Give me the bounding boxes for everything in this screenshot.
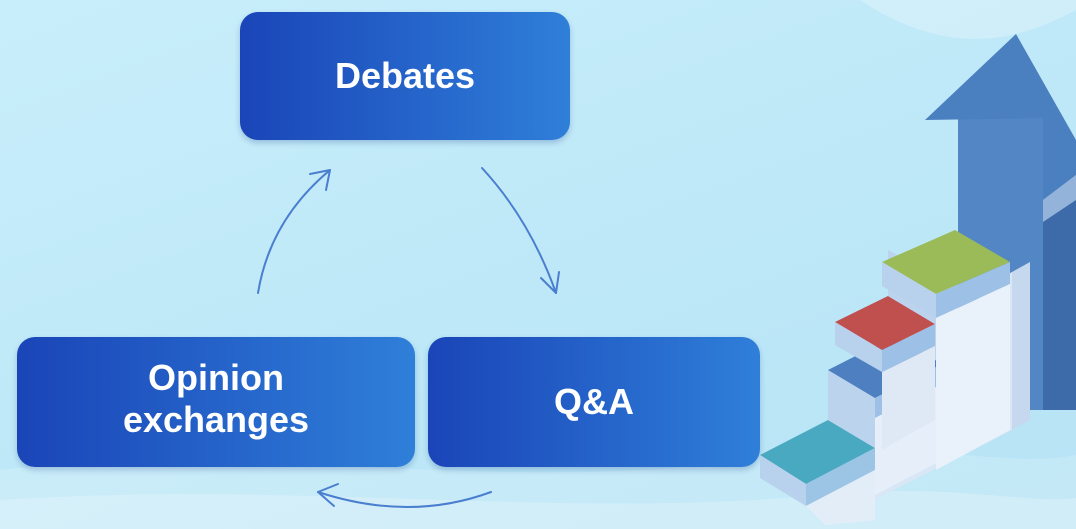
node-qa: Q&A [428, 337, 760, 467]
node-debates-label: Debates [334, 55, 476, 96]
node-opinion-label-line2: exchanges [122, 399, 310, 440]
growth-stairs-arrow-icon [760, 34, 1076, 525]
node-qa-label: Q&A [554, 381, 634, 422]
node-opinion-label-line1: Opinion [148, 357, 284, 398]
staircase [760, 230, 1030, 525]
node-debates: Debates [240, 12, 570, 140]
node-opinion-exchanges: Opinion exchanges [17, 337, 415, 467]
